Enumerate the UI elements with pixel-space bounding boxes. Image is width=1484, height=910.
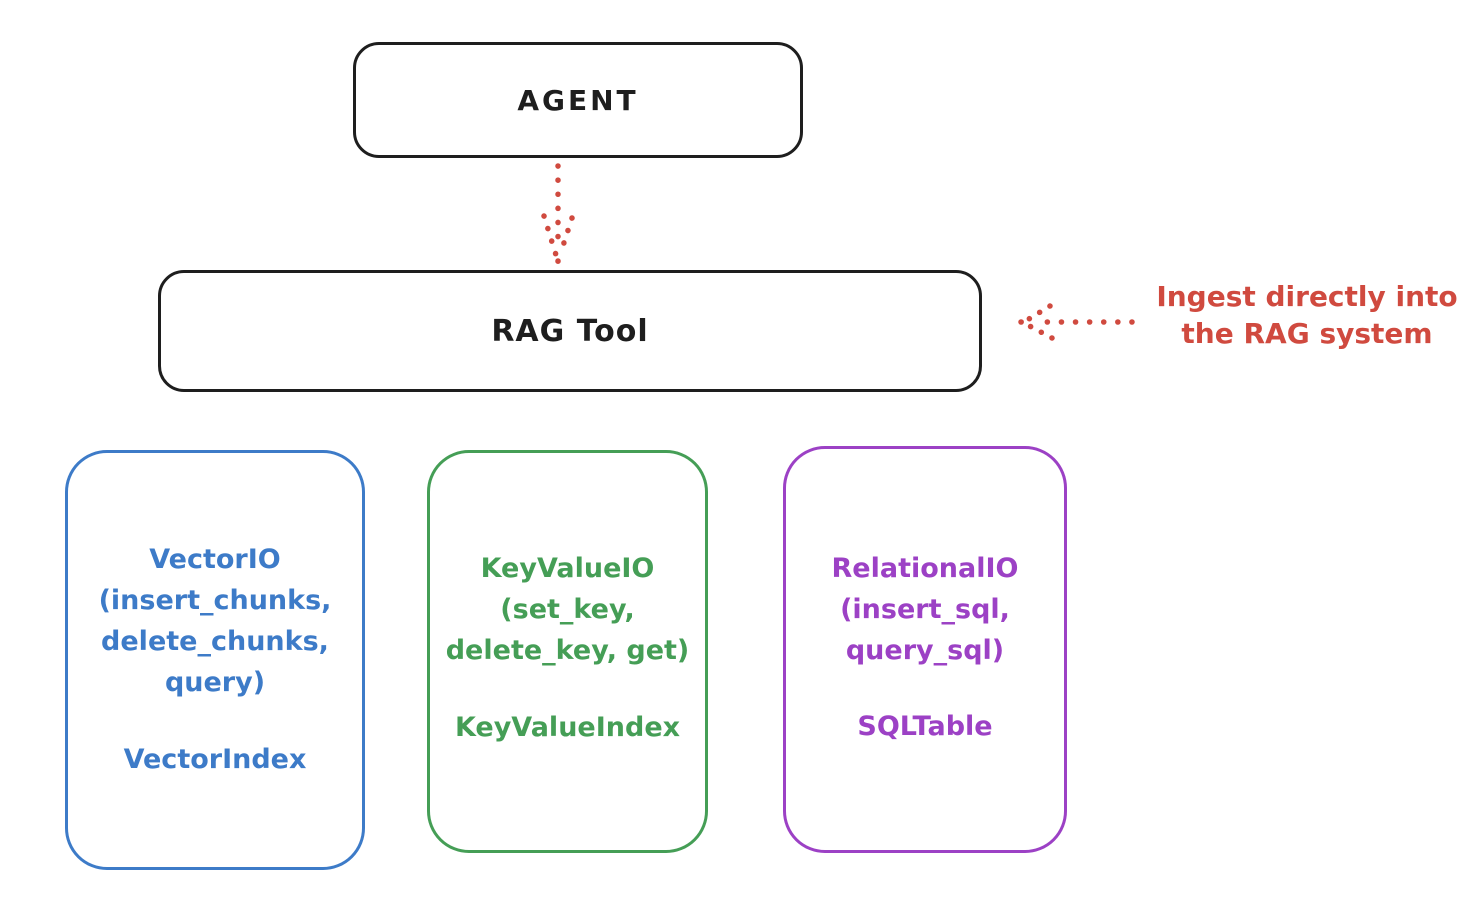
agent-node: AGENT: [353, 42, 803, 158]
ingest-arrow-icon: [1018, 303, 1135, 341]
relational-io-node: RelationalIO (insert_sql, query_sql) SQL…: [783, 446, 1067, 853]
ingest-annotation-text: Ingest directly into the RAG system: [1156, 280, 1458, 350]
keyvalue-index-label: KeyValueIndex: [454, 712, 681, 743]
relational-io-label: RelationalIO (insert_sql, query_sql): [831, 553, 1019, 666]
keyvalue-io-label: KeyValueIO (set_key, delete_key, get): [445, 553, 690, 666]
agent-label: AGENT: [517, 83, 639, 117]
vector-index-label: VectorIndex: [123, 744, 307, 775]
rag-tool-label: RAG Tool: [491, 313, 649, 349]
sql-table-label: SQLTable: [857, 711, 993, 742]
vector-io-node: VectorIO (insert_chunks, delete_chunks, …: [65, 450, 365, 870]
rag-tool-node: RAG Tool: [158, 270, 982, 392]
keyvalue-io-node: KeyValueIO (set_key, delete_key, get) Ke…: [427, 450, 708, 853]
agent-to-ragtool-arrow-icon: [541, 163, 575, 264]
vector-io-label: VectorIO (insert_chunks, delete_chunks, …: [98, 544, 332, 698]
